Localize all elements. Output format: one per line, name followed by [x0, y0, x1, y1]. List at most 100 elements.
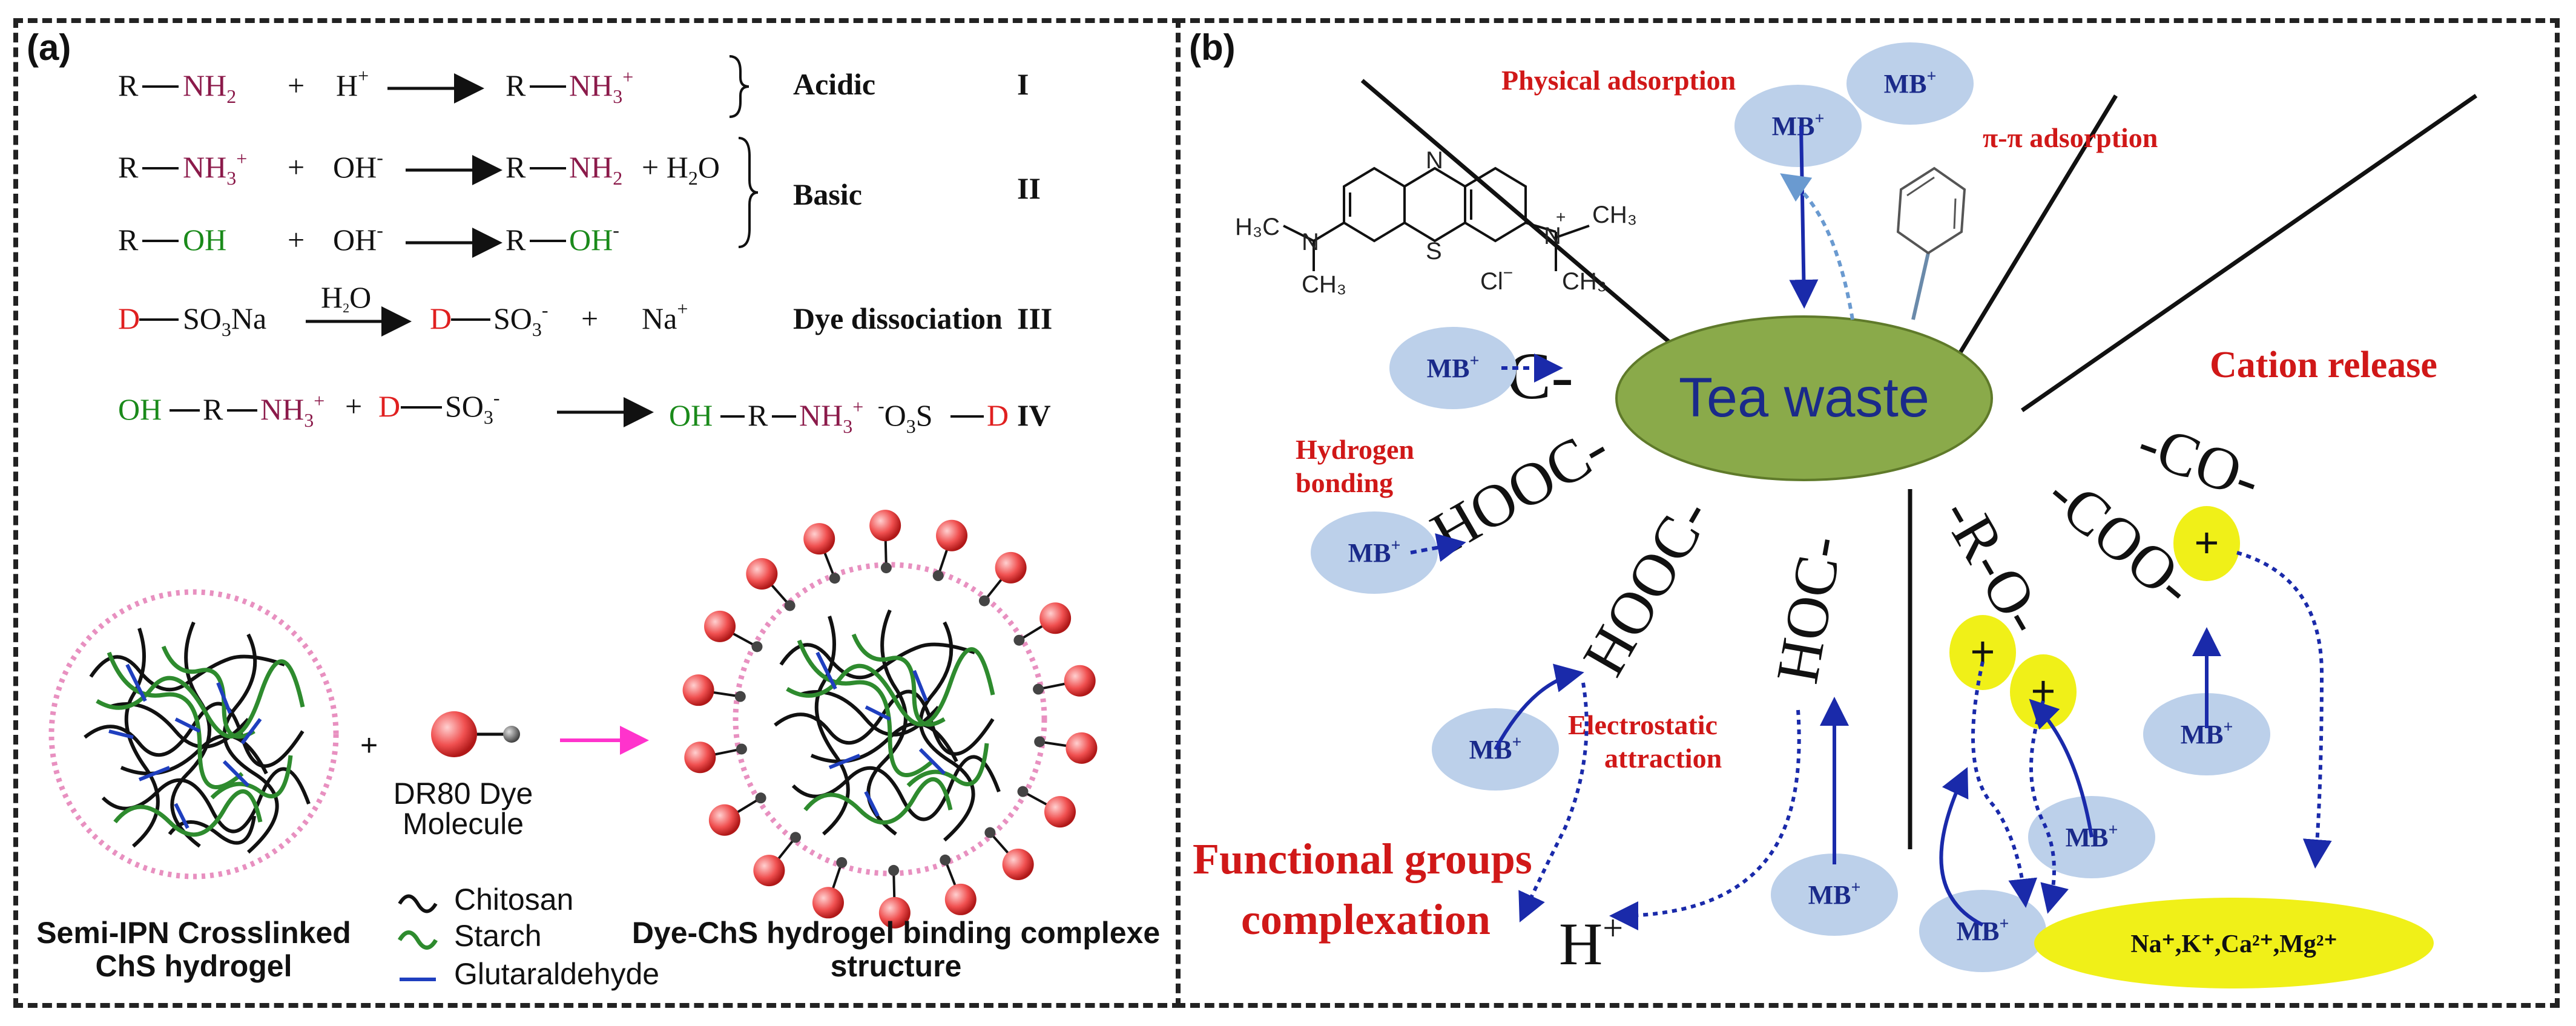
mb-ion-label: MB+: [1427, 352, 1480, 383]
r2-nh3: NH3+: [183, 148, 247, 189]
released-cations: [2034, 898, 2434, 988]
r1-nh2: NH2: [183, 68, 236, 107]
attached-dye: [1039, 602, 1072, 634]
r1-nh3: NH3+: [569, 66, 633, 107]
cond-acidic: Acidic: [793, 67, 875, 101]
right-hydrogel: [733, 562, 1047, 876]
dye-anchor: [836, 857, 848, 868]
panel-b: (b) Tea waste: [1176, 18, 2560, 1008]
plus-sign: +: [360, 728, 378, 762]
r2-r: R: [118, 150, 139, 184]
mb-ion: [1311, 511, 1438, 594]
r5-nh3: NH3+: [260, 390, 324, 431]
right-caption-1: Dye-ChS hydrogel binding complexe: [632, 916, 1160, 950]
attached-dye: [746, 557, 778, 590]
dye-anchor: [940, 854, 951, 866]
dye-anchor: [1017, 786, 1029, 797]
r4-d2: D: [430, 301, 452, 335]
r4-na: Na+: [642, 298, 688, 335]
mb-ion: [1389, 327, 1517, 409]
r3-r2: R: [506, 223, 526, 257]
mol-s-ring: S: [1426, 238, 1442, 265]
dye-molecule: DR80 Dye Molecule: [394, 711, 533, 841]
r1-r: R: [118, 68, 139, 102]
dye-label-1: DR80 Dye: [394, 777, 533, 811]
r5-nh3b: NH3+: [799, 396, 863, 437]
label-complex-1: Functional groups: [1193, 835, 1532, 883]
id-i: I: [1017, 67, 1029, 101]
dye-anchor: [880, 562, 892, 574]
r2-h2o: + H2O: [642, 150, 720, 189]
label-hbond-1: Hydrogen: [1296, 434, 1414, 465]
panel-a-label: (a): [27, 27, 71, 68]
attached-dye: [1002, 849, 1034, 881]
benzene-ring: [1896, 166, 1966, 320]
mb-ion: [1919, 890, 2046, 972]
panel-b-svg: Tea waste H₃C N CH₃ N S N + CH₃ CH₃ Cl−: [1193, 42, 2477, 988]
r5-o3s: -O3S: [878, 395, 933, 437]
dye-anchor: [1013, 634, 1025, 646]
label-hbond-2: bonding: [1296, 467, 1393, 498]
legend-chitosan: Chitosan: [454, 883, 573, 916]
cond-dye: Dye dissociation: [793, 301, 1003, 335]
mb-ion: [1771, 853, 1898, 936]
legend-glutaraldehyde: Glutaraldehyde: [454, 957, 659, 991]
r3-oh2: OH-: [333, 219, 383, 257]
r3-plus: +: [288, 223, 305, 257]
label-complex-2: complexation: [1241, 895, 1491, 944]
legend: Chitosan Starch Glutaraldehyde: [397, 883, 659, 991]
r4-so3: SO3-: [493, 299, 548, 340]
attached-dye: [1066, 732, 1098, 764]
r5-oh2: OH: [669, 398, 713, 432]
r5-so3: SO3-: [445, 387, 500, 428]
attached-dye: [803, 523, 835, 555]
r1-r2: R: [506, 68, 526, 102]
cond-basic: Basic: [793, 177, 862, 211]
dye-anchor: [751, 641, 763, 653]
r4-so3na: SO3Na: [183, 301, 266, 340]
label-pipi: π-π adsorption: [1983, 122, 2158, 153]
svg-text:+: +: [1556, 208, 1566, 226]
dye-anchor: [1034, 736, 1046, 748]
attached-dye: [682, 674, 714, 706]
reaction-4: OH R NH3+ + D SO3- OH R NH3+ -O3S D IV: [118, 387, 1051, 437]
id-ii: II: [1017, 171, 1041, 205]
r5-oh: OH: [118, 392, 162, 426]
mol-ch3-left: CH₃: [1302, 271, 1346, 298]
dye-anchor: [790, 832, 802, 843]
mb-ion: [1846, 42, 1974, 125]
r4-d: D: [118, 301, 140, 335]
cation-plus: +: [2031, 667, 2056, 714]
r5-plus: +: [345, 389, 362, 423]
reaction-2a: R NH3+ + OH- R NH2 + H2O Basic II: [118, 137, 1041, 248]
id-iii: III: [1017, 301, 1052, 335]
mb-structure-labels: H₃C N CH₃ N S N + CH₃ CH₃ Cl−: [1235, 147, 1637, 298]
r4-plus: +: [581, 301, 598, 335]
cation-circles: +++: [1949, 506, 2240, 729]
dye-anchor: [932, 570, 944, 582]
mol-h3c: H₃C: [1235, 214, 1280, 240]
mb-ion: [1734, 85, 1862, 167]
r1-plus: +: [288, 68, 305, 102]
r5-r2: R: [748, 398, 768, 432]
panel-b-label: (b): [1189, 27, 1236, 68]
mol-n-left: N: [1302, 229, 1319, 255]
mol-ch3-right-b: CH₃: [1562, 268, 1607, 295]
cation-plus: +: [2195, 519, 2219, 566]
attached-dye: [944, 883, 977, 915]
r4-h2o: H2O: [321, 280, 371, 315]
cation-site: [2173, 506, 2240, 581]
attached-dyes: [682, 510, 1098, 929]
r2-r2: R: [506, 150, 526, 184]
mb-ions: MB+MB+MB+MB+MB+MB+MB+MB+MB+: [1311, 42, 2270, 972]
attached-dye: [684, 742, 716, 774]
attached-dye: [812, 887, 844, 919]
r5-d2: D: [987, 398, 1009, 432]
r3-oh3: OH-: [569, 219, 619, 257]
attached-dye: [1064, 665, 1096, 697]
reaction-3: D SO3Na H2O D SO3- + Na+ Dye dissociatio…: [118, 280, 1052, 340]
r1-h: H+: [336, 65, 369, 102]
group-co: -CO-: [2129, 408, 2269, 514]
label-electro-2: attraction: [1604, 743, 1722, 774]
attached-dye: [869, 510, 901, 542]
